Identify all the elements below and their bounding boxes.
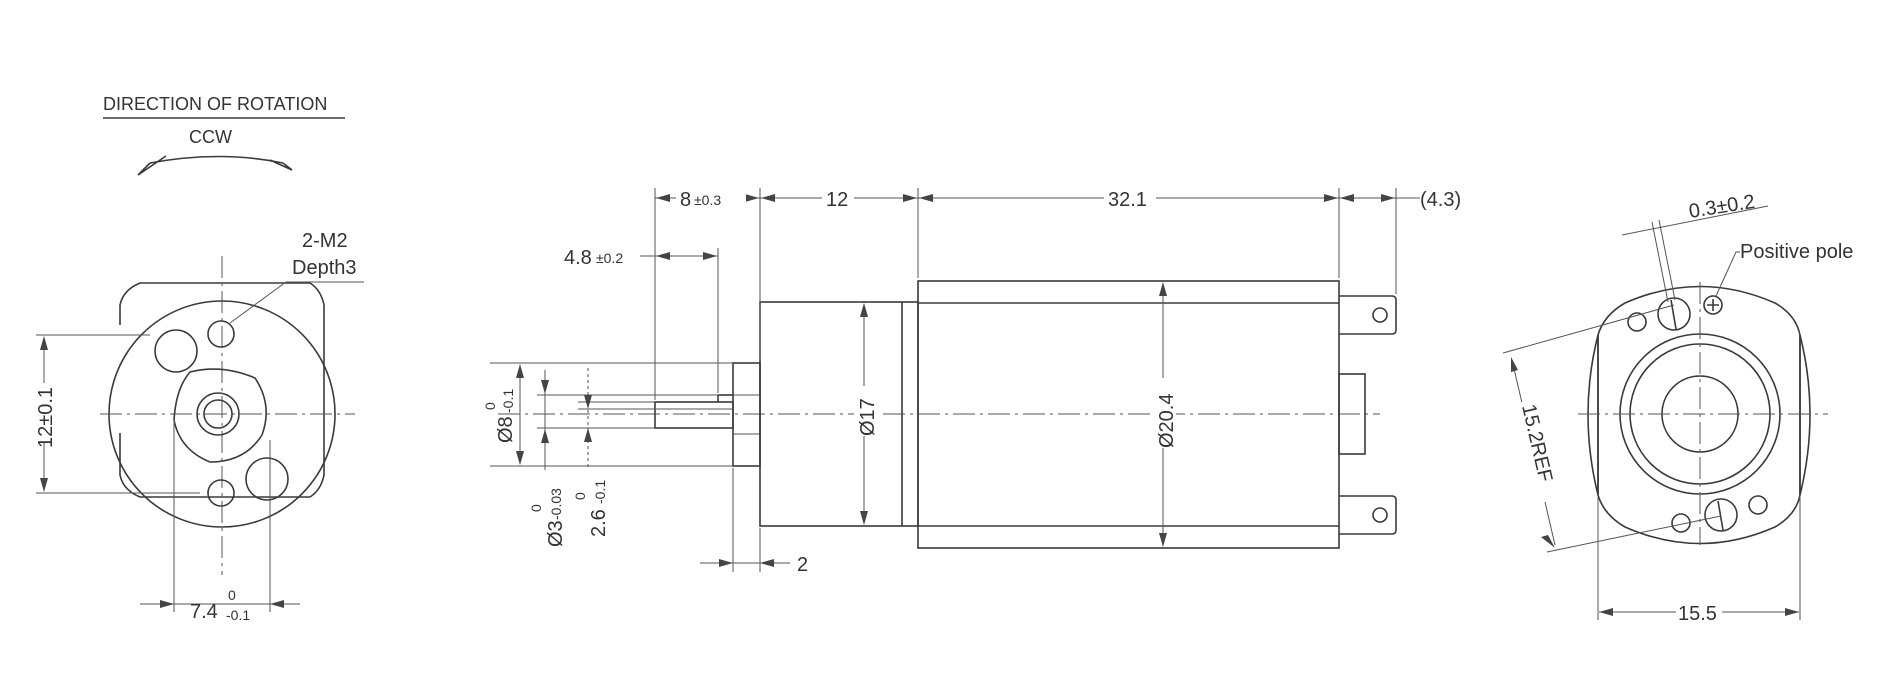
flat-dim: 2.6 [588, 509, 610, 537]
shaft-inner [203, 399, 233, 429]
rotation-arrow-right [269, 159, 293, 171]
gearbox-length: 12 [826, 189, 848, 211]
rotation-arc [149, 155, 284, 164]
shaft-length-tol: ±0.3 [694, 192, 721, 208]
terminal-length: (4.3) [1420, 189, 1461, 211]
positive-pole-icon [1703, 295, 1723, 315]
flat-length: 4.8 [564, 247, 592, 269]
bottom-dim-upper: 0 [228, 587, 236, 603]
rivet-bottom-left [1671, 513, 1691, 533]
terminal-top [1339, 295, 1397, 335]
mount-hole-top [207, 320, 235, 348]
rivet-top-left [1627, 312, 1647, 332]
shaft-length: 8 [680, 189, 691, 211]
flat-tol-lower: -0.1 [592, 480, 608, 504]
boss-length: 2 [797, 554, 808, 576]
terminal-bottom [1339, 495, 1397, 535]
shaft-outer [196, 392, 240, 436]
rotation-direction: CCW [189, 127, 232, 147]
thread-note-line2: Depth3 [292, 257, 357, 279]
rotation-indicator: DIRECTION OF ROTATION CCW [103, 94, 345, 176]
brush-bottom-icon [1704, 498, 1738, 532]
motor-dia: Ø20.4 [1156, 394, 1178, 448]
height-dim: 12±0.1 [35, 387, 57, 448]
output-shaft [654, 401, 734, 429]
rotation-arrow-left [137, 155, 167, 176]
shaft-tol-upper: 0 [528, 504, 544, 512]
brush-top-icon [1657, 297, 1691, 331]
mount-hole-bottom [207, 479, 235, 507]
shaft-dia: Ø3 [545, 520, 567, 547]
side-view: 8 ±0.3 12 32.1 (4.3) 4.8 ±0.2 Ø8 0 -0.1 … [482, 186, 1461, 576]
flange-outline [119, 282, 325, 498]
screw-bottom-icon [245, 457, 289, 501]
brush-dim: 0.3±0.2 [1687, 191, 1756, 223]
boss-tol-upper: 0 [482, 402, 498, 410]
flat-tol-upper: 0 [572, 492, 588, 500]
bottom-dim-lower: -0.1 [226, 607, 250, 623]
width-dim: 15.5 [1678, 603, 1717, 625]
boss-dia: Ø8 [495, 416, 517, 443]
boss-tol-lower: -0.1 [500, 389, 516, 413]
gearbox-dia: Ø17 [857, 398, 879, 436]
rivet-bottom-right [1748, 495, 1768, 515]
rotation-title: DIRECTION OF ROTATION [103, 94, 327, 114]
boss-shape [173, 368, 267, 463]
flat-length-tol: ±0.2 [596, 250, 623, 266]
bottom-dim-base: 7.4 [190, 601, 218, 623]
right-end-view: 0.3±0.2 Positive pole 15.2REF 15.5 [1502, 191, 1853, 625]
left-end-view: 2-M2 Depth3 12±0.1 7.4 0 -0.1 [32, 230, 364, 623]
shaft-tol-lower: -0.03 [548, 488, 564, 520]
positive-pole-label: Positive pole [1740, 241, 1853, 263]
motor-length: 32.1 [1108, 189, 1147, 211]
thread-note-line1: 2-M2 [302, 230, 348, 252]
screw-top-icon [154, 329, 198, 373]
end-cap [1338, 373, 1366, 455]
